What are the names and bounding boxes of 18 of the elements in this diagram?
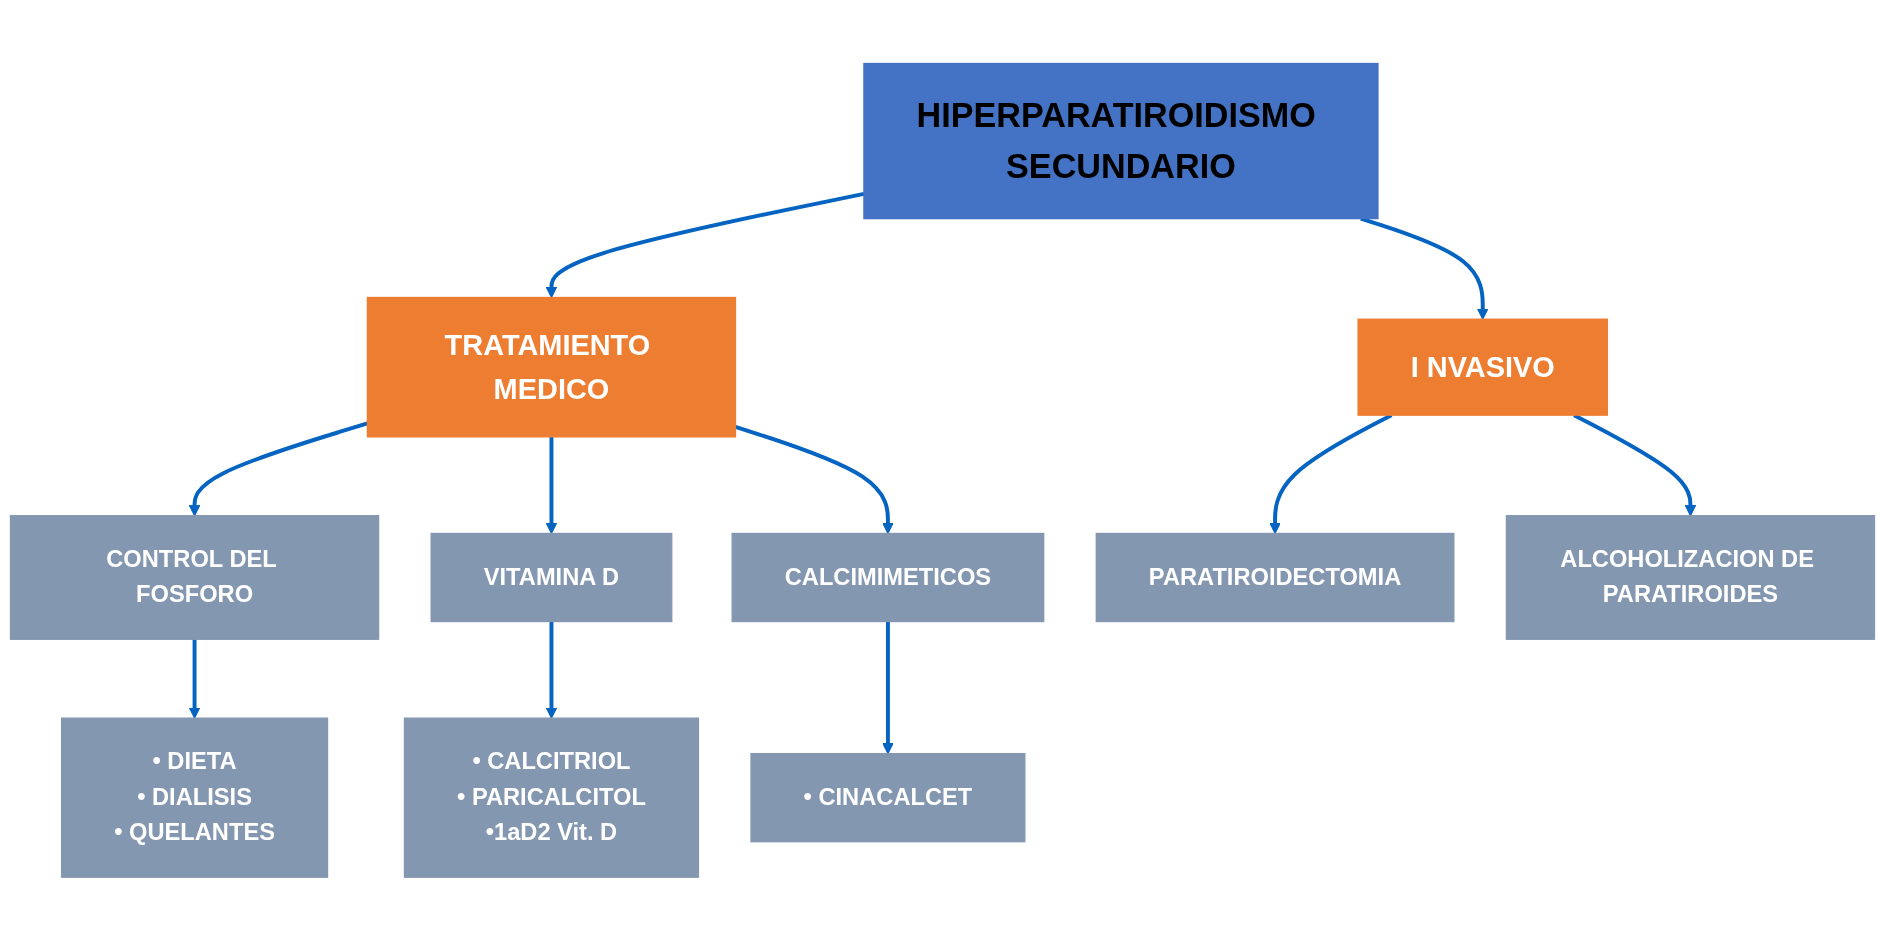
node-box: • CINACALCET <box>750 752 1026 842</box>
arrow <box>1573 413 1697 516</box>
node-box: PARATIROIDECTOMIA <box>1095 532 1455 622</box>
node-box: VITAMINA D <box>430 532 673 622</box>
node-box: TRATAMIENTO MEDICO <box>366 296 737 438</box>
node-box: CONTROL DEL FOSFORO <box>9 514 380 640</box>
arrow <box>545 621 558 719</box>
arrow <box>188 421 368 516</box>
node-box: • CALCITRIOL • PARICALCITOL •1aD2 Vit. D <box>403 717 700 878</box>
arrow <box>545 436 558 534</box>
arrow <box>188 638 201 719</box>
node-box: ALCOHOLIZACION DE PARATIROIDES <box>1505 514 1876 640</box>
arrow <box>882 621 894 754</box>
arrow <box>1269 413 1393 534</box>
node-box: • DIETA • DIALISIS • QUELANTES <box>60 717 329 878</box>
node-box: HIPERPARATIROIDISMO SECUNDARIO <box>863 62 1379 219</box>
node-box: CALCIMIMETICOS <box>731 532 1045 622</box>
node-box: I NVASIVO <box>1357 318 1609 416</box>
